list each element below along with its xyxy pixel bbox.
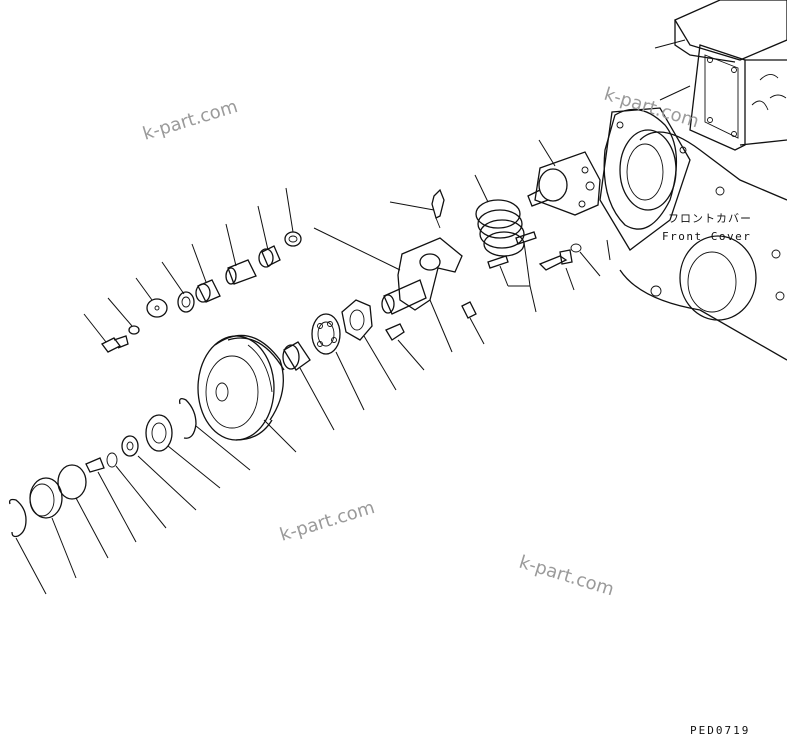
set-screw bbox=[461, 301, 477, 319]
end-cap bbox=[29, 477, 63, 519]
bearing-spacer bbox=[282, 341, 311, 371]
pulley-arm bbox=[381, 237, 463, 315]
adapter-cover-plate bbox=[599, 107, 691, 251]
front-cover-housing bbox=[619, 0, 787, 361]
dowel-pins bbox=[487, 231, 537, 269]
drawing-code: PED0719 bbox=[690, 724, 750, 737]
needle-bearing-front bbox=[195, 279, 221, 303]
mounting-bolt bbox=[538, 243, 582, 271]
cap-washer bbox=[121, 435, 139, 457]
watermark-1: k-part.com bbox=[140, 96, 240, 145]
tensioner-bracket bbox=[527, 151, 601, 216]
front-cover-label-jp: フロントカバー bbox=[668, 212, 752, 225]
thrust-bearing bbox=[177, 291, 195, 313]
watermark-3: k-part.com bbox=[277, 497, 377, 546]
tension-spring bbox=[475, 199, 525, 257]
needle-bearing-rear bbox=[258, 245, 281, 268]
grease-fitting bbox=[385, 323, 405, 341]
watermark-2: k-part.com bbox=[602, 84, 702, 133]
thrust-washer bbox=[146, 298, 168, 318]
gasket bbox=[603, 108, 678, 230]
snap-ring-large bbox=[178, 398, 197, 439]
o-ring bbox=[57, 464, 87, 500]
lock-nut bbox=[341, 299, 373, 341]
rear-seal bbox=[284, 231, 302, 247]
idler-pulley bbox=[197, 334, 285, 441]
small-bolt bbox=[85, 452, 118, 473]
front-cover-label-en: Front Cover bbox=[662, 230, 751, 243]
lock-washer bbox=[128, 325, 140, 335]
front-bearing bbox=[145, 414, 173, 452]
grease-nipple bbox=[431, 188, 445, 229]
shaft-bearing bbox=[311, 313, 341, 355]
watermark-4: k-part.com bbox=[517, 552, 617, 601]
hex-bolt bbox=[101, 335, 129, 353]
snap-ring-small bbox=[8, 498, 27, 538]
sleeve bbox=[225, 259, 257, 285]
leader-lines bbox=[15, 39, 691, 595]
